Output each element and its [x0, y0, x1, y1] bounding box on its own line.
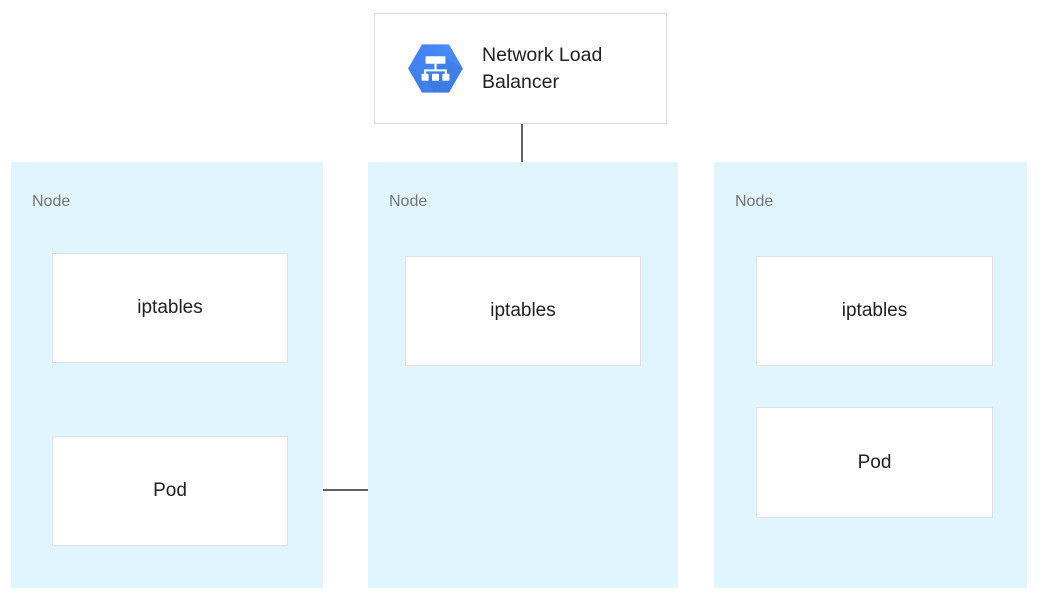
node-1-iptables-box: iptables [52, 253, 288, 363]
node-2-iptables-label: iptables [490, 300, 556, 321]
node-1-pod-label: Pod [153, 480, 187, 501]
load-balancer-label: Network Load Balancer [482, 43, 603, 93]
load-balancer-icon [408, 44, 463, 93]
node-3-pod-box: Pod [756, 407, 993, 518]
node-3-pod-label: Pod [857, 451, 892, 473]
load-balancer-glyph [424, 63, 447, 74]
node-2-iptables-box: iptables [405, 256, 641, 366]
node-3-iptables-label: iptables [841, 300, 908, 321]
network-load-balancer-box: Network Load Balancer [374, 13, 667, 124]
node-2-label: Node [389, 193, 428, 210]
node-panel-2: Node iptables [368, 162, 678, 588]
node-3-iptables-box: iptables [756, 256, 993, 366]
node-1-iptables-label: iptables [137, 297, 203, 318]
node-panel-3: Node iptables Pod [714, 162, 1027, 588]
node-3-label: Node [735, 193, 774, 210]
node-1-pod-box: Pod [52, 436, 288, 546]
node-panel-1: Node iptables Pod [11, 162, 323, 588]
node-1-label: Node [32, 193, 71, 210]
